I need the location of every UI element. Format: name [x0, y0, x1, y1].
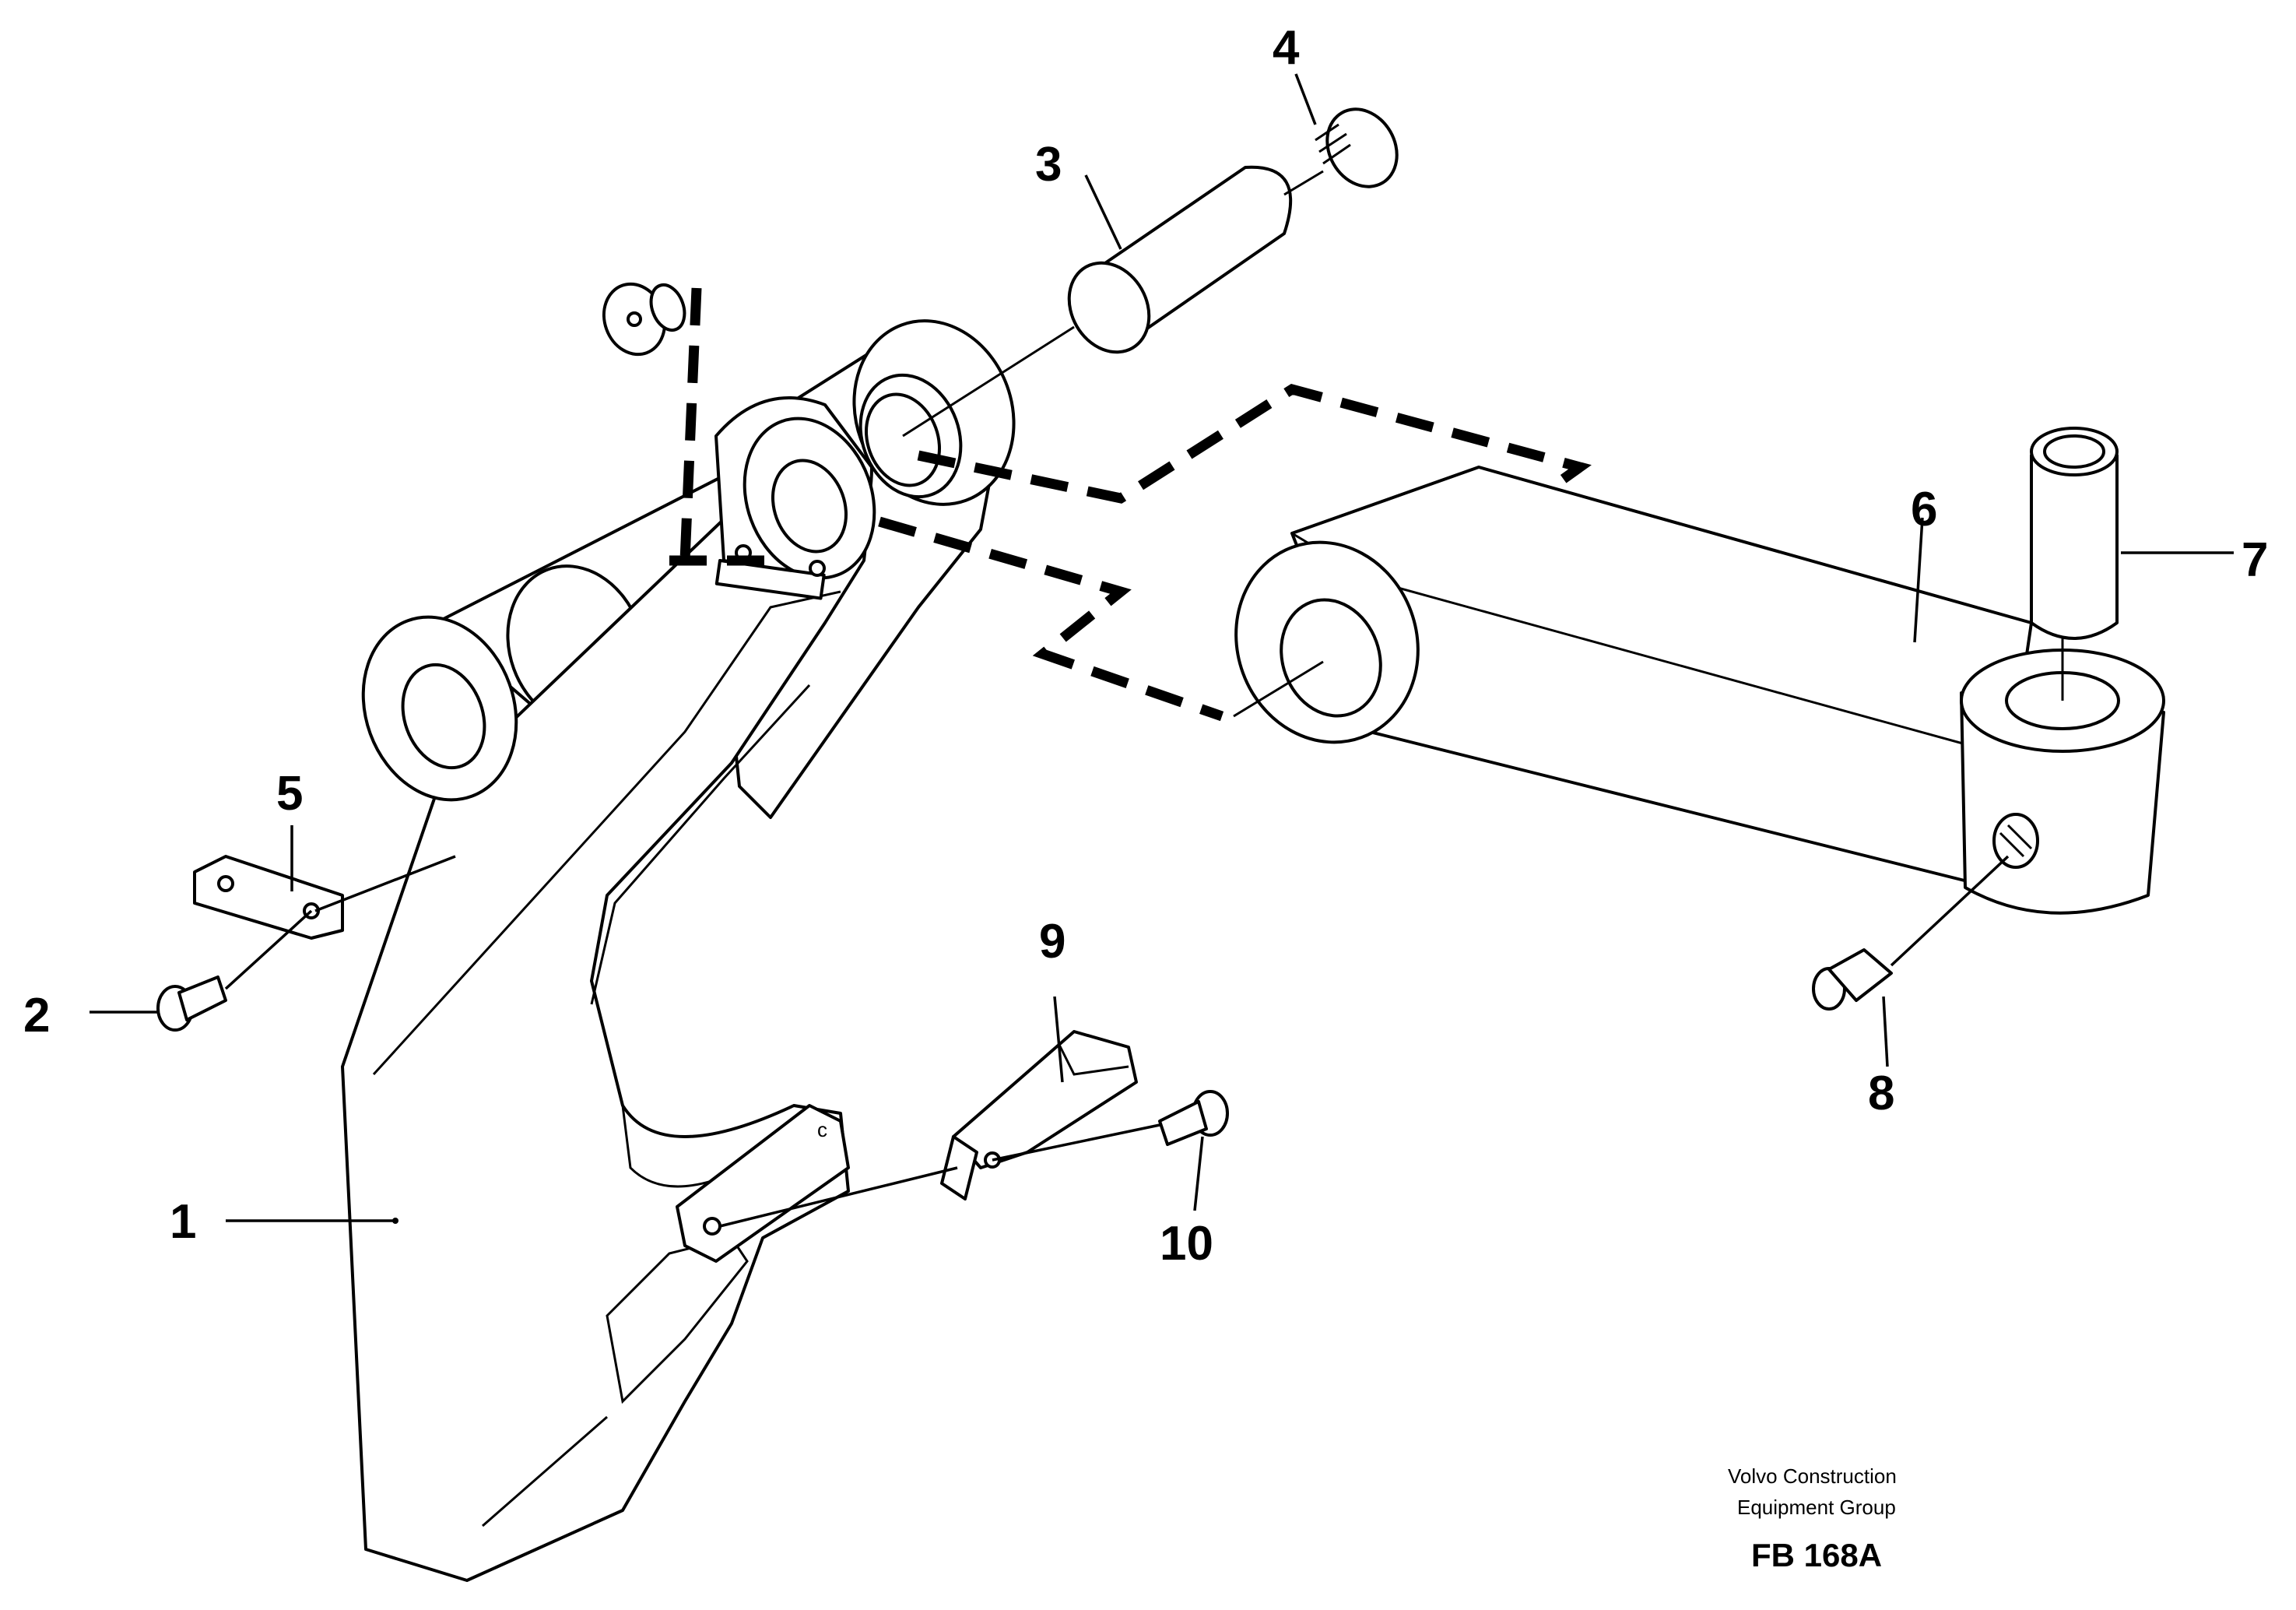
hidden-outline-left: [669, 287, 778, 566]
credit-line-2: Equipment Group: [1737, 1496, 1896, 1519]
part-6-link: [1233, 466, 2165, 915]
callout-4: 4: [1273, 21, 1300, 75]
part-9-clip: [719, 996, 1138, 1228]
hidden-outline-right: [878, 383, 1592, 722]
callout-9: 9: [1039, 915, 1065, 968]
part-3-pin: [902, 165, 1324, 438]
figure-code: FB 168A: [1751, 1537, 1882, 1573]
part-4-cap: [1294, 73, 1399, 188]
part-7-sleeve: [2030, 427, 2234, 640]
callout-1: 1: [170, 1195, 196, 1249]
credit-line-1: Volvo Construction: [1728, 1464, 1897, 1488]
callout-2: 2: [23, 989, 50, 1042]
callout-7: 7: [2242, 533, 2268, 587]
callout-6: 6: [1911, 483, 1937, 536]
part-1-bracket: c: [226, 319, 1016, 1582]
plug-unlabelled: [602, 282, 686, 357]
callout-8: 8: [1868, 1067, 1894, 1120]
callout-10: 10: [1160, 1217, 1213, 1271]
part-10-bolt: [992, 1090, 1229, 1211]
part-2-bolt: [90, 909, 313, 1032]
svg-text:c: c: [817, 1118, 827, 1141]
callout-3: 3: [1035, 138, 1062, 192]
part-8-nipple: [1812, 855, 2010, 1067]
callout-5: 5: [276, 767, 303, 821]
